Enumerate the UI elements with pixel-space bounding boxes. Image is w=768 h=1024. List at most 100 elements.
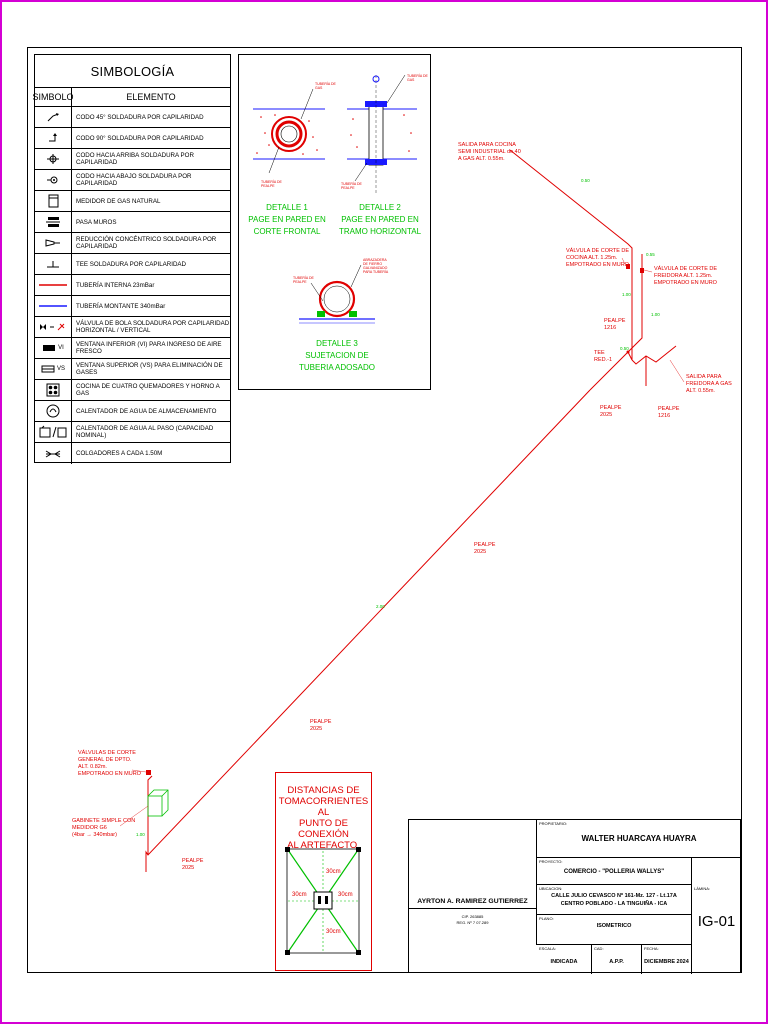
svg-text:TEE: TEE bbox=[594, 350, 605, 356]
outlet-distances-box: DISTANCIAS DE TOMACORRIENTES AL PUNTO DE… bbox=[275, 772, 372, 971]
legend-row: REDUCCIÓN CONCÉNTRICO SOLDADURA POR CAPI… bbox=[35, 233, 230, 254]
pealpe-1216-label-a: PEALPE 1216 bbox=[604, 318, 626, 331]
svg-text:VÁLVULA DE CORTE DE: VÁLVULA DE CORTE DE bbox=[566, 247, 629, 254]
fryer-riser bbox=[627, 254, 643, 353]
legend-row: VÁLVULA DE BOLA SOLDADURA POR CAPILARIDA… bbox=[35, 317, 230, 338]
date-cell: FECHA: DICIEMBRE 2024 bbox=[642, 945, 692, 974]
svg-text:GAS: GAS bbox=[315, 86, 323, 90]
pealpe-2025-label-d: PEALPE 2025 bbox=[182, 858, 204, 871]
legend-title: SIMBOLOGÍA bbox=[35, 55, 230, 88]
svg-text:FREIDORA ALT. 1.25m.: FREIDORA ALT. 1.25m. bbox=[654, 273, 713, 279]
legend-element-text: CODO 90° SOLDADURA POR CAPILARIDAD bbox=[76, 134, 204, 142]
svg-text:GAS: GAS bbox=[407, 78, 415, 82]
pealpe-1216-label-b: PEALPE 1216 bbox=[658, 406, 680, 419]
svg-text:PEALPE: PEALPE bbox=[341, 186, 355, 190]
legend-row: MEDIDOR DE GAS NATURAL bbox=[35, 191, 230, 212]
general-valve-note: VÁLVULAS DE CORTE GENERAL DE DPTO. ALT. … bbox=[78, 749, 142, 777]
legend-element-text: TUBERÍA MONTANTE 340mBar bbox=[76, 302, 166, 310]
storage-heater-icon bbox=[35, 401, 72, 421]
svg-text:ABRAZADERA: ABRAZADERA bbox=[363, 258, 387, 262]
svg-text:PEALPE: PEALPE bbox=[604, 318, 626, 324]
valve-markers bbox=[146, 264, 644, 775]
legend-element-text: CODO HACIA ARRIBA SOLDADURA POR CAPILARI… bbox=[76, 152, 194, 166]
plan-name: ISOMETRICO bbox=[596, 923, 632, 929]
plan-cell: PLANO: ISOMETRICO bbox=[537, 915, 692, 945]
svg-text:GABINETE SIMPLE CON: GABINETE SIMPLE CON bbox=[72, 818, 135, 824]
date-value: DICIEMBRE 2024 bbox=[644, 959, 689, 965]
svg-text:SALIDA PARA: SALIDA PARA bbox=[686, 374, 722, 380]
svg-text:DE FIERRO: DE FIERRO bbox=[363, 262, 382, 266]
svg-text:TUBERÍA DE: TUBERÍA DE bbox=[261, 180, 282, 184]
svg-text:1216: 1216 bbox=[658, 413, 670, 419]
legend-row: TUBERÍA INTERNA 23mBar bbox=[35, 275, 230, 296]
dim-right: 30cm bbox=[338, 892, 353, 898]
svg-text:A GAS ALT. 0.55m.: A GAS ALT. 0.55m. bbox=[458, 156, 505, 162]
drawing-frame bbox=[27, 47, 742, 973]
meter-cabinet bbox=[147, 789, 169, 817]
detail-2-drawing bbox=[347, 74, 417, 195]
svg-text:VÁLVULA DE CORTE DE: VÁLVULA DE CORTE DE bbox=[654, 265, 717, 272]
svg-text:1.00: 1.00 bbox=[651, 312, 660, 317]
legend-element-text: COCINA DE CUATRO QUEMADORES Y HORNO A GA… bbox=[76, 383, 220, 397]
legend-element-text: REDUCCIÓN CONCÉNTRICO SOLDADURA POR CAPI… bbox=[76, 236, 217, 250]
svg-text:PEALPE: PEALPE bbox=[293, 280, 307, 284]
elbow-down-icon bbox=[35, 170, 72, 190]
detail-3-drawing bbox=[299, 264, 375, 324]
legend-element-text: COLGADORES A CADA 1.50M bbox=[76, 450, 163, 457]
svg-text:COCINA ALT. 1.25m.: COCINA ALT. 1.25m. bbox=[566, 255, 618, 261]
pealpe-2025-label-a: PEALPE 2025 bbox=[600, 405, 622, 418]
legend-header: SIMBOLO ELEMENTO bbox=[33, 88, 230, 107]
outlet-distances-diagram: 30cm 30cm 30cm 30cm bbox=[285, 847, 361, 955]
svg-text:DETALLE 3: DETALLE 3 bbox=[316, 339, 358, 348]
svg-text:PAGE EN PARED EN: PAGE EN PARED EN bbox=[341, 215, 419, 224]
svg-text:2.00: 2.00 bbox=[376, 604, 385, 609]
legend-element-text: PASA MUROS bbox=[76, 218, 117, 226]
svg-text:PAGE EN PARED EN: PAGE EN PARED EN bbox=[248, 215, 326, 224]
svg-text:1216: 1216 bbox=[604, 325, 616, 331]
outlet-distances-title: DISTANCIAS DE TOMACORRIENTES AL PUNTO DE… bbox=[278, 785, 369, 851]
legend-row: COLGADORES A CADA 1.50M bbox=[35, 443, 230, 464]
ball-valve-icon bbox=[35, 317, 72, 337]
svg-text:2025: 2025 bbox=[600, 412, 612, 418]
location-cell: UBICACION: CALLE JULIO CEVASCO Nº 161-Mz… bbox=[537, 885, 692, 915]
svg-text:2025: 2025 bbox=[182, 865, 194, 871]
kitchen-valve-note: VÁLVULA DE CORTE DE COCINA ALT. 1.25m. E… bbox=[566, 247, 630, 268]
svg-text:MEDIDOR G6: MEDIDOR G6 bbox=[72, 825, 107, 831]
detail-1-caption: DETALLE 1 PAGE EN PARED EN CORTE FRONTAL bbox=[248, 203, 326, 236]
detail-2-caption: DETALLE 2 PAGE EN PARED EN TRAMO HORIZON… bbox=[339, 203, 422, 236]
legend-element-text: VÁLVULA DE BOLA SOLDADURA POR CAPILARIDA… bbox=[76, 320, 230, 334]
svg-text:RED.-1: RED.-1 bbox=[594, 357, 612, 363]
upper-vent-icon: VS bbox=[35, 359, 72, 379]
svg-text:GALVANIZADO: GALVANIZADO bbox=[363, 266, 388, 270]
legend-row: CODO 45° SOLDADURA POR CAPILARIDAD bbox=[35, 107, 230, 128]
fryer-valve-note: VÁLVULA DE CORTE DE FREIDORA ALT. 1.25m.… bbox=[654, 265, 718, 286]
engineer-cell: AYRTON A. RAMIREZ GUTIERREZ CIP. 263885 … bbox=[409, 820, 537, 945]
kitchen-branch bbox=[509, 149, 633, 391]
svg-text:TUBERIA ADOSADO: TUBERIA ADOSADO bbox=[299, 363, 375, 372]
legend-row: CODO 90° SOLDADURA POR CAPILARIDAD bbox=[35, 128, 230, 149]
legend-row: CODO HACIA ARRIBA SOLDADURA POR CAPILARI… bbox=[35, 149, 230, 170]
svg-text:TUBERÍA DE: TUBERÍA DE bbox=[315, 82, 336, 86]
location-line-2: CENTRO POBLADO - LA TINGUIÑA - ICA bbox=[560, 901, 668, 907]
svg-text:TUBERÍA DE: TUBERÍA DE bbox=[341, 182, 362, 186]
legend-col-symbol: SIMBOLO bbox=[33, 88, 74, 106]
svg-text:PEALPE: PEALPE bbox=[474, 542, 496, 548]
legend-element-text: CALENTADOR DE AGUA AL PASO (CAPACIDAD NO… bbox=[76, 425, 214, 439]
elbow-45-icon bbox=[35, 107, 72, 127]
wall-pass-icon bbox=[35, 212, 72, 232]
legend-row: COCINA DE CUATRO QUEMADORES Y HORNO A GA… bbox=[35, 380, 230, 401]
svg-text:SUJETACION DE: SUJETACION DE bbox=[305, 351, 368, 360]
engineer-reg: REG. Nº 7 07.289 bbox=[456, 920, 489, 925]
tee-icon bbox=[35, 254, 72, 274]
svg-text:2025: 2025 bbox=[310, 726, 322, 732]
legend-row: TUBERÍA MONTANTE 340mBar bbox=[35, 296, 230, 317]
svg-text:PEALPE: PEALPE bbox=[261, 184, 275, 188]
instant-heater-icon bbox=[35, 422, 72, 442]
legend-element-text: CODO 45° SOLDADURA POR CAPILARIDAD bbox=[76, 113, 204, 121]
legend-element-text: VENTANA INFERIOR (VI) PARA INGRESO DE AI… bbox=[76, 341, 222, 355]
svg-text:(4bar → 340mbar): (4bar → 340mbar) bbox=[72, 832, 117, 838]
